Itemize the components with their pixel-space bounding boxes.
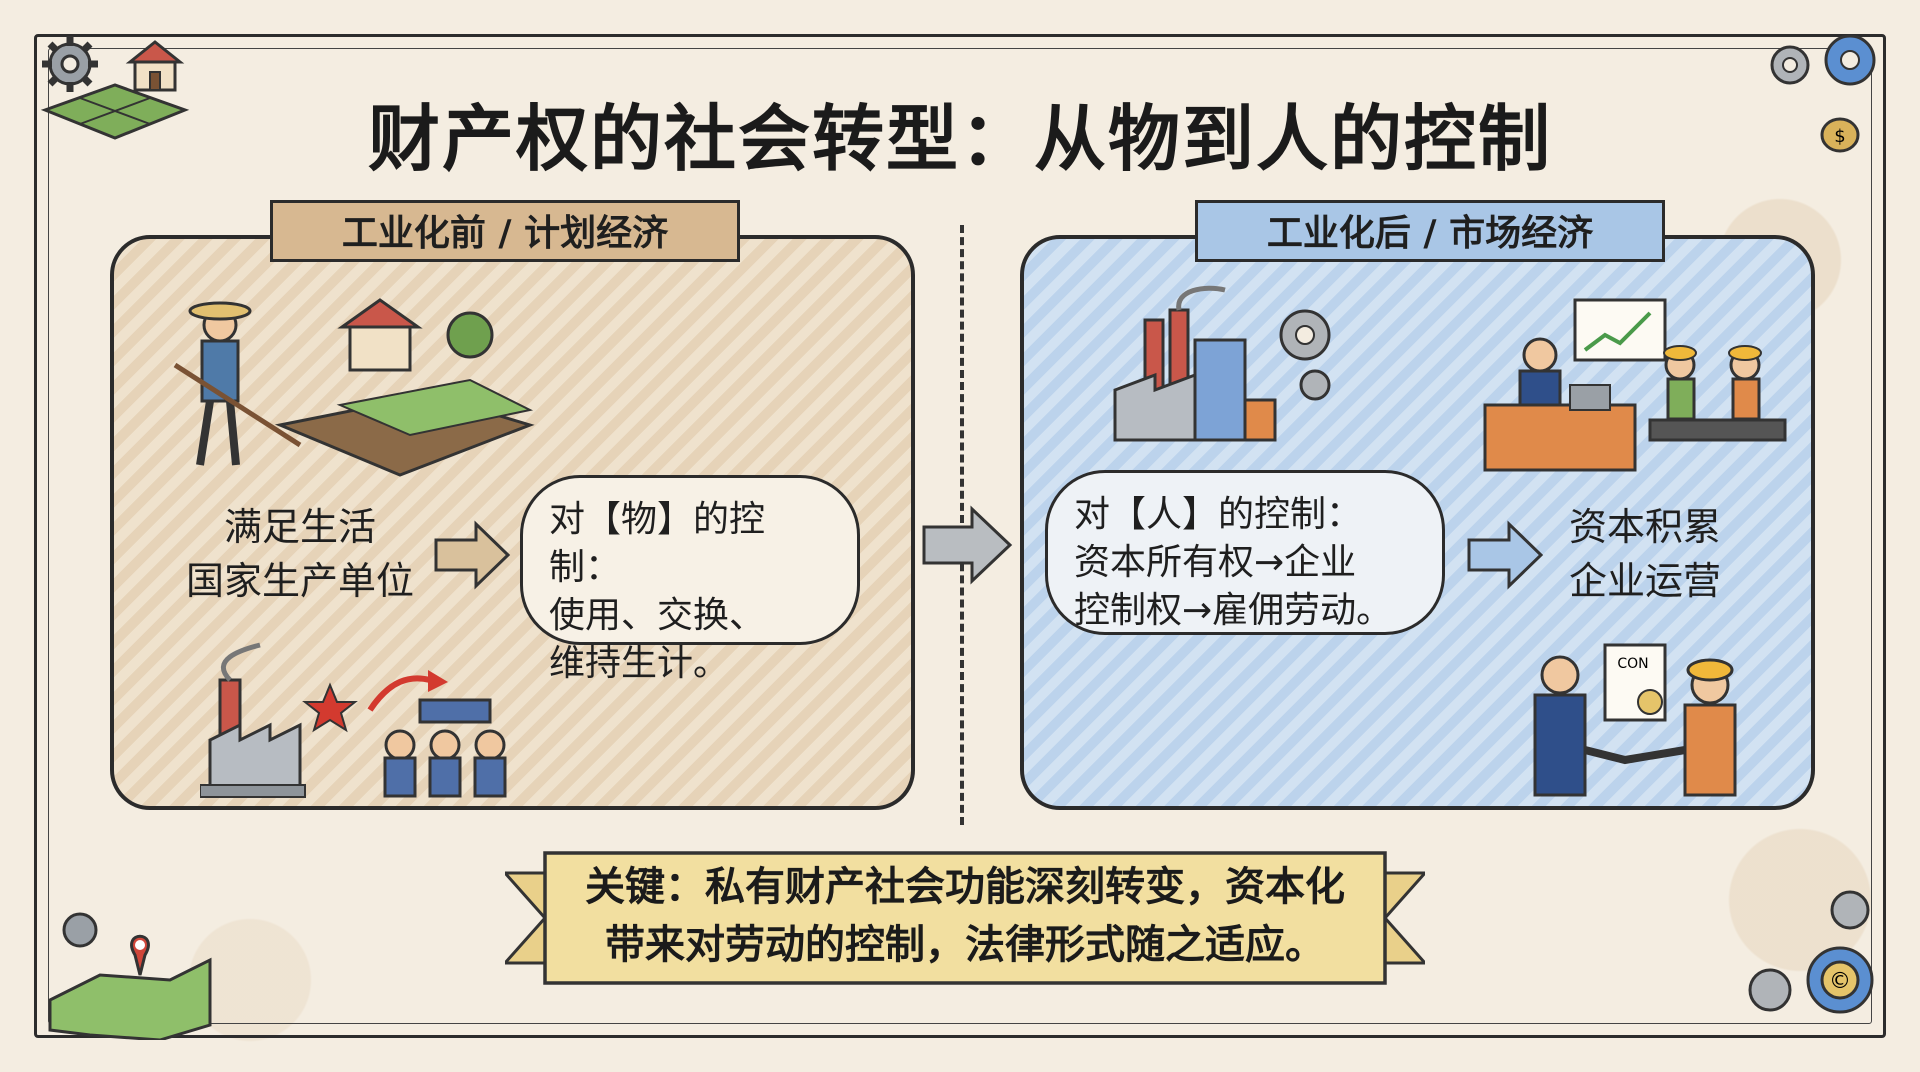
bubble-line-3: 控制权→雇佣劳动。 [1074,590,1393,631]
key-ribbon-text: 关键：私有财产社会功能深刻转变，资本化 带来对劳动的控制，法律形式随之适应。 [520,858,1410,974]
bubble-line-3: 维持生计。 [549,643,730,684]
purpose-line-2: 国家生产单位 [185,559,414,603]
control-of-things-bubble: 对【物】的控制： 使用、交换、 维持生计。 [520,475,860,684]
svg-text:$: $ [1834,126,1845,147]
gears-copyright-icon: © [1748,890,1874,1014]
boss-office-workers-icon [1483,298,1787,472]
purpose-text: 满足生活 国家生产单位 [160,500,440,608]
factory-workers-icon [200,642,507,798]
factory-gears-icon [1113,285,1331,442]
arrow-right-icon [1467,520,1544,590]
farmland-house-icon [40,40,190,140]
post-industrial-tag: 工业化后 / 市场经济 [1195,200,1665,262]
pre-industrial-tag: 工业化前 / 计划经济 [270,200,740,262]
outcome-line-2: 企业运营 [1568,559,1721,603]
key-line-2: 带来对劳动的控制，法律形式随之适应。 [605,922,1325,968]
bubble-line-2: 使用、交换、 [549,595,766,636]
key-ribbon [505,851,1425,985]
contract-label: CON [1617,656,1648,672]
svg-text:©: © [1829,969,1851,994]
map-pin-icon [48,912,212,1040]
bubble-line-1: 对【物】的控制： [549,499,766,588]
farmer-field-icon [173,298,535,477]
bubble-line-2: 资本所有权→企业 [1074,542,1357,583]
bubble-line-1: 对【人】的控制： [1074,494,1363,535]
outer-frame [34,34,1886,1038]
gears-moneybag-icon: $ [1770,34,1876,153]
transition-arrow-icon [922,505,1013,585]
handshake-contract-icon: CON [1533,643,1737,797]
key-line-1: 关键：私有财产社会功能深刻转变，资本化 [585,864,1345,910]
gear-icon [42,36,98,92]
arrow-right-icon [434,520,511,590]
outcome-text: 资本积累 企业运营 [1530,500,1760,608]
control-of-people-bubble: 对【人】的控制： 资本所有权→企业 控制权→雇佣劳动。 [1045,470,1445,635]
inner-frame [48,48,1872,1024]
center-divider [960,225,964,825]
outcome-line-1: 资本积累 [1568,505,1721,549]
purpose-line-1: 满足生活 [223,505,376,549]
page-title: 财产权的社会转型：从物到人的控制 [367,97,1552,181]
